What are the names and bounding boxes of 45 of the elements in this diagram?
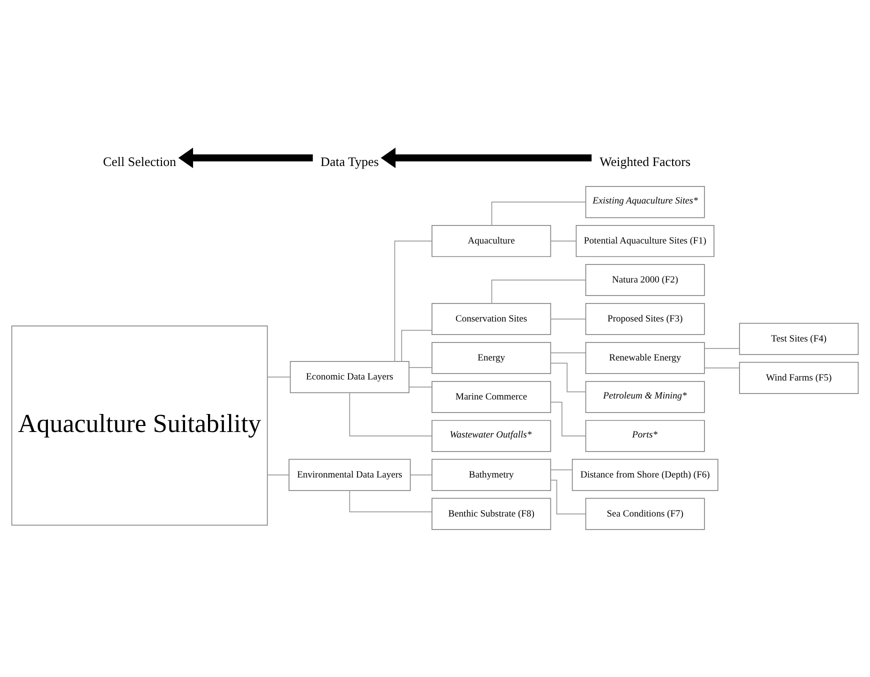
node-box: Sea Conditions (F7) [585,498,705,530]
connector [408,367,432,368]
node-box: Renewable Energy [585,342,705,374]
node-box: Aquaculture [432,225,552,258]
connector [550,402,586,436]
connector [550,480,586,514]
node-box: Distance from Shore (Depth) (F6) [572,458,718,491]
connector [550,318,586,320]
connector [704,348,740,349]
connector [267,474,290,476]
connector [401,330,432,362]
node-box: Ports* [585,420,705,452]
connector [550,362,586,392]
node-box: Natura 2000 (F2) [585,264,705,296]
node-box: Petroleum & Mining* [585,380,705,413]
node-box: Marine Commerce [432,380,552,413]
connector [349,392,432,436]
connector [394,240,432,362]
connector [410,474,432,476]
node-box: Energy [432,342,552,374]
node-box: Existing Aquaculture Sites* [585,186,705,218]
node-box: Bathymetry [432,458,552,491]
node-box: Conservation Sites [432,302,552,336]
node-box: Wind Farms (F5) [739,362,859,394]
node-text: Data Types [320,154,379,170]
node-box: Potential Aquaculture Sites (F1) [576,225,714,258]
connector [491,280,586,304]
node-box: Proposed Sites (F3) [585,302,705,336]
node-box: Environmental Data Layers [288,458,411,491]
arrow [178,148,313,168]
connector [491,202,586,226]
node-text: Weighted Factors [600,154,691,170]
node-box: Test Sites (F4) [739,322,859,355]
connector [267,376,291,378]
node-box: Aquaculture Suitability [11,326,268,526]
connector [550,240,576,242]
connector [550,469,573,470]
connector [550,352,586,354]
connector [408,386,432,388]
node-text: Cell Selection [102,154,176,170]
node-box: Benthic Substrate (F8) [432,498,552,530]
connector [349,490,432,512]
node-box: Wastewater Outfalls* [432,420,552,452]
arrow [380,148,592,168]
node-box: Economic Data Layers [290,361,410,394]
